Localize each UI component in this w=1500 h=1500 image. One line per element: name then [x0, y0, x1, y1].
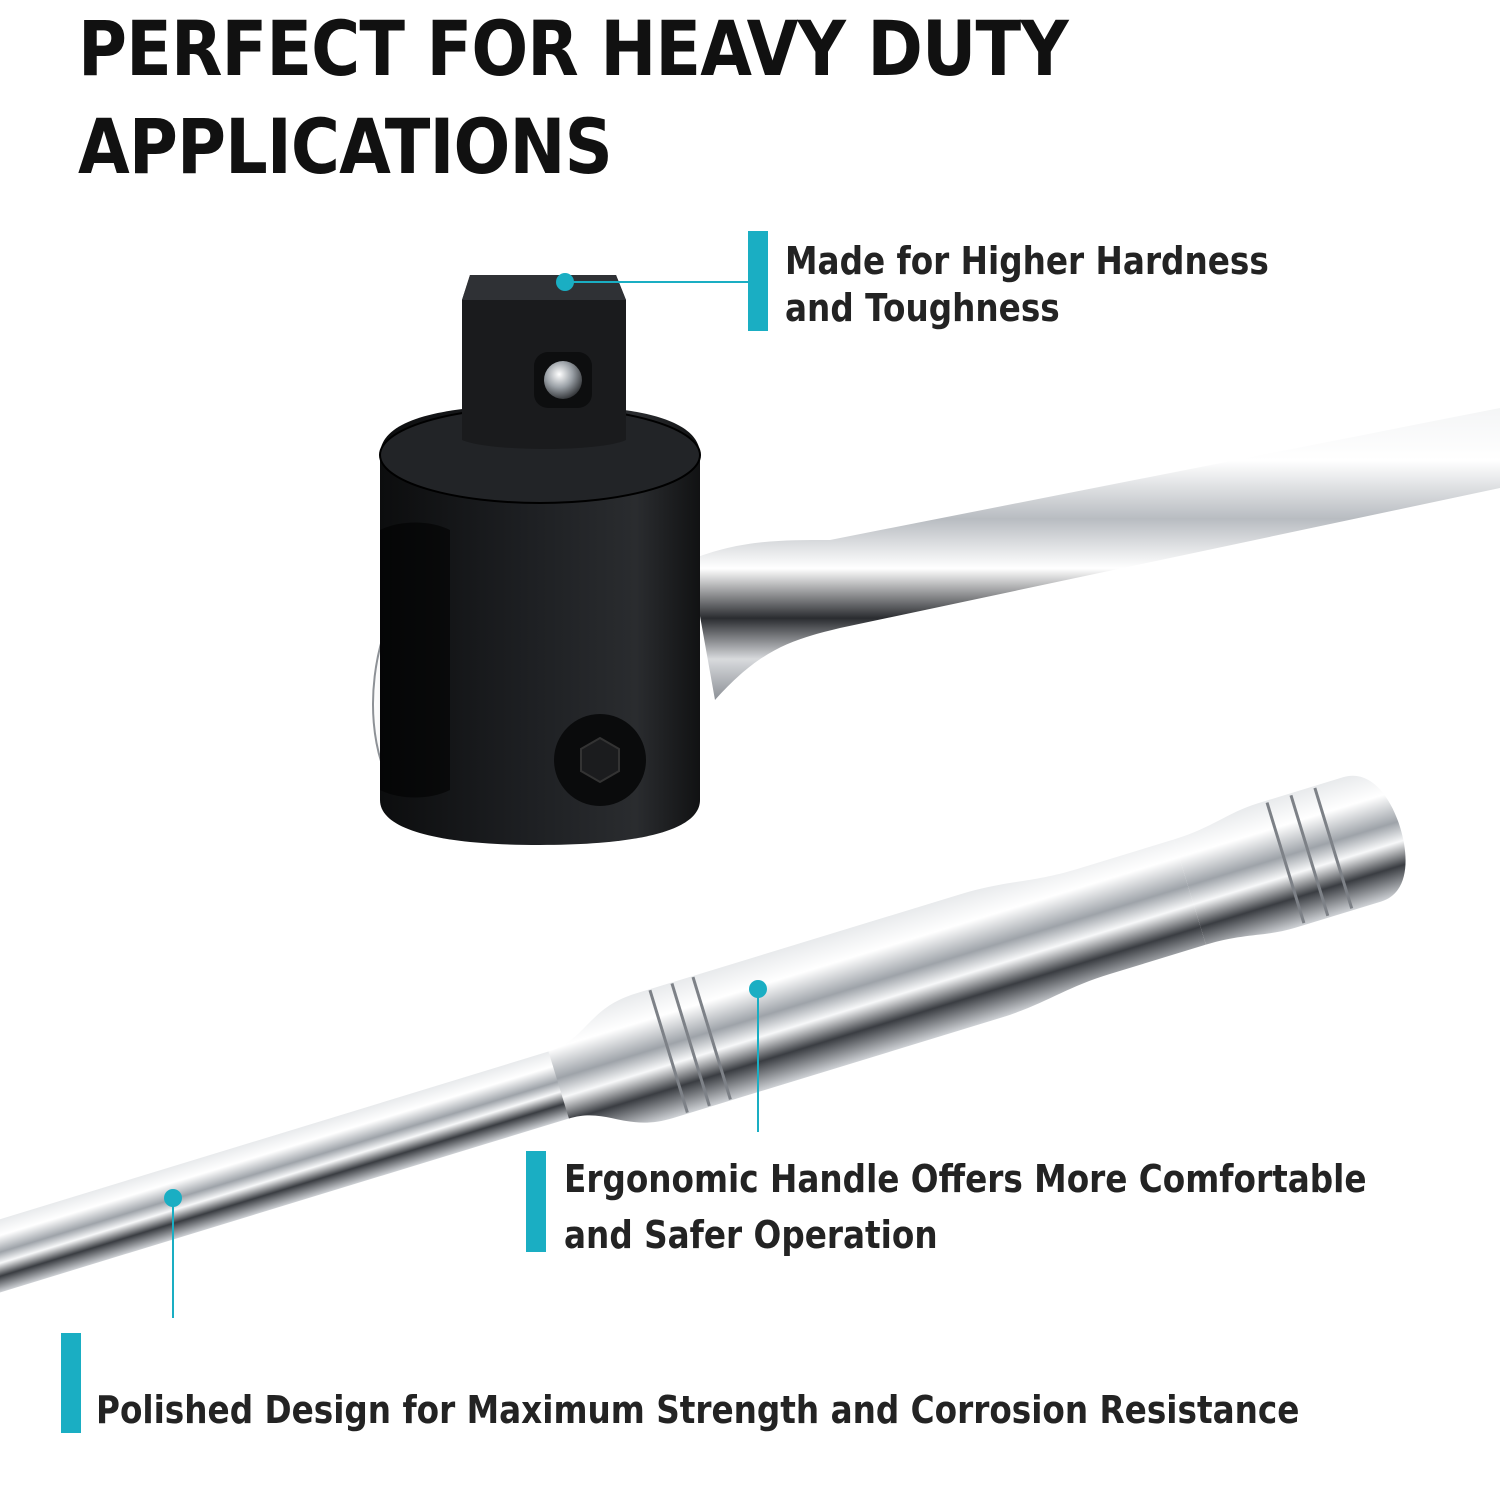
handle-grip-rings [648, 976, 732, 1114]
callout-hardness: Made for Higher Hardness and Toughness [785, 238, 1269, 332]
detent-ball [544, 361, 582, 399]
callout-ergonomic: Ergonomic Handle Offers More Comfortable… [564, 1151, 1367, 1263]
callout-accent-bar-2 [526, 1151, 546, 1252]
callout-polished: Polished Design for Maximum Strength and… [96, 1385, 1299, 1435]
callout-hardness-line-1: Made for Higher Hardness [785, 239, 1269, 283]
callout-accent-bar-3 [61, 1333, 81, 1433]
lower-handle [0, 775, 1406, 1330]
callout-ergonomic-line-2: and Safer Operation [564, 1213, 938, 1257]
upper-bar [690, 408, 1500, 700]
callout-accent-bar-1 [748, 231, 768, 331]
callout-hardness-line-2: and Toughness [785, 286, 1060, 330]
headline: PERFECT FOR HEAVY DUTY APPLICATIONS [78, 0, 1090, 196]
callout-connectors [164, 273, 767, 1318]
headline-line-2: APPLICATIONS [78, 102, 613, 191]
handle-end-rings [1265, 787, 1354, 924]
callout-ergonomic-line-1: Ergonomic Handle Offers More Comfortable [564, 1157, 1367, 1201]
callout-polished-line-1: Polished Design for Maximum Strength and… [96, 1388, 1300, 1432]
drive-head [379, 405, 701, 845]
square-drive [462, 275, 626, 449]
headline-line-1: PERFECT FOR HEAVY DUTY [78, 4, 1069, 93]
